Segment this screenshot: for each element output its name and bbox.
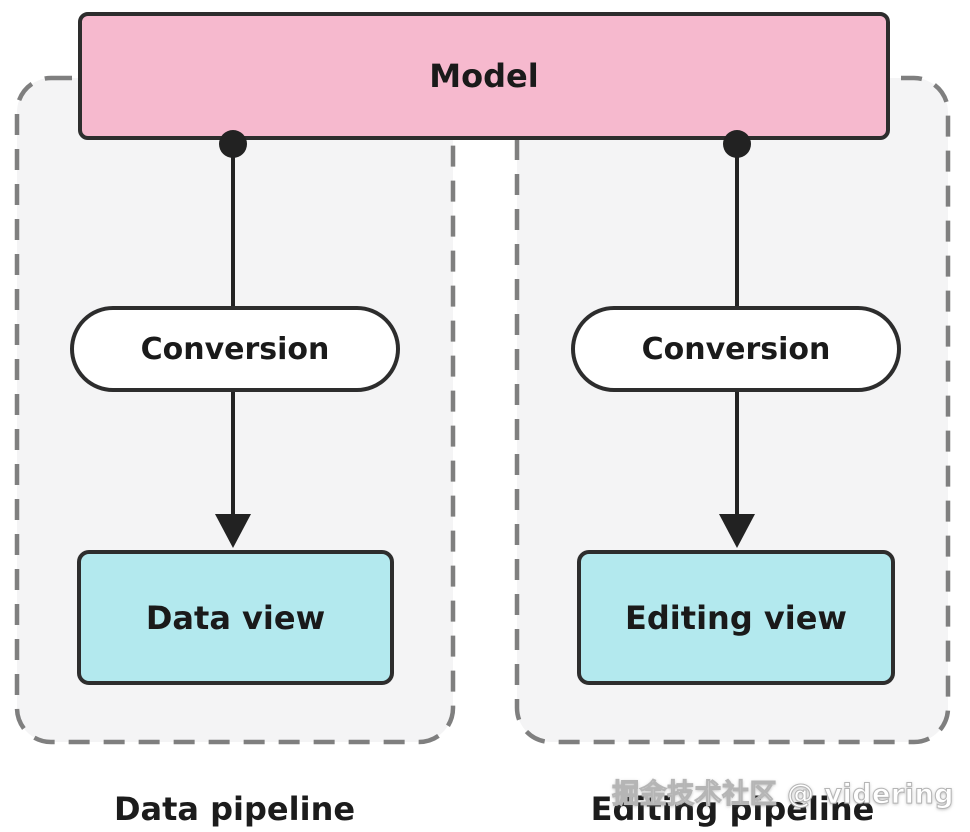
editing-pipeline-caption: Editing pipeline	[590, 790, 875, 828]
conversion-label: Conversion	[140, 331, 330, 367]
conversion-node-data: Conversion	[70, 306, 400, 392]
arrowhead-down-icon-left	[215, 514, 251, 548]
watermark-text: 掘金技术社区 @ videring	[612, 779, 954, 811]
arrowhead-down-icon-right	[719, 514, 755, 548]
model-node: Model	[78, 12, 890, 140]
data-pipeline-caption: Data pipeline	[113, 790, 356, 828]
model-label: Model	[429, 57, 539, 95]
conversion-node-editing: Conversion	[571, 306, 901, 392]
editing-view-node: Editing view	[577, 550, 895, 685]
data-view-label: Data view	[145, 598, 326, 637]
data-view-node: Data view	[77, 550, 394, 685]
editing-view-label: Editing view	[625, 598, 847, 637]
conversion-label: Conversion	[641, 331, 831, 367]
